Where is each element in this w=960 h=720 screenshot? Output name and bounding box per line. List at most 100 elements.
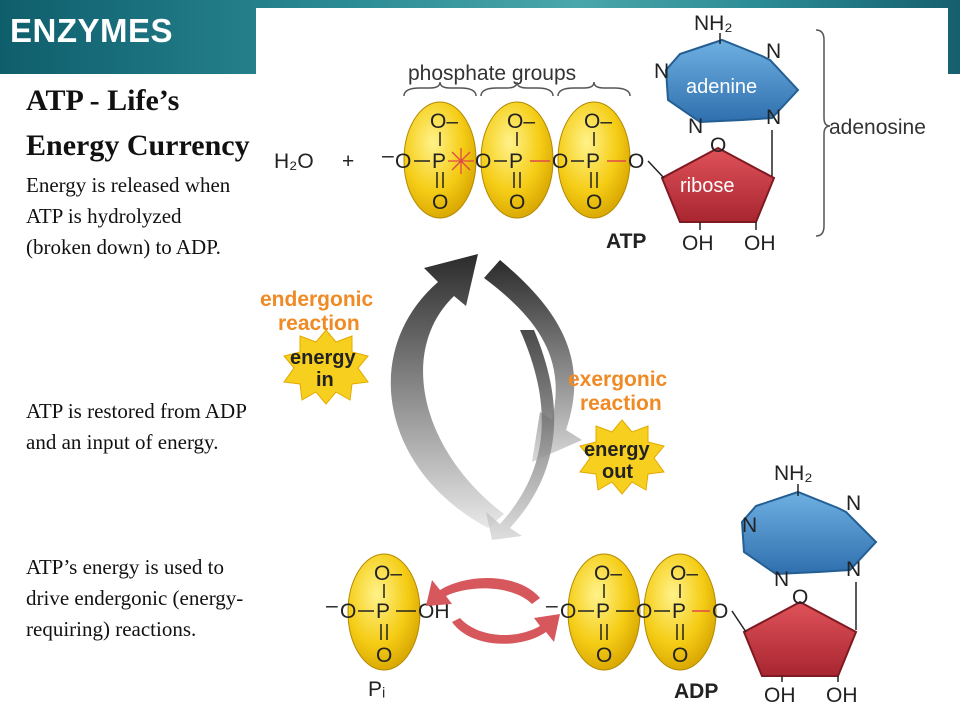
- adp-ribose-link: [731, 610, 747, 633]
- water-label: H₂O: [274, 150, 314, 173]
- adp-o-minus-top-1: O–: [594, 562, 622, 585]
- atp-n-1: N: [654, 60, 669, 83]
- adp-oh-2: OH: [826, 684, 858, 707]
- adp-adenine-ring: [740, 490, 878, 576]
- pi-double-bond: [380, 624, 388, 640]
- pi-oh: OH: [418, 600, 450, 623]
- adp-minus: –: [546, 594, 558, 617]
- energy-out-line1: energy: [584, 439, 650, 461]
- atp-o-1: O: [395, 150, 411, 173]
- atp-n-2: N: [688, 115, 703, 138]
- endergonic-arrow: [390, 254, 504, 528]
- adp-o-minus-top-2: O–: [670, 562, 698, 585]
- atp-label: ATP: [606, 230, 646, 253]
- atp-o-4: O: [628, 150, 644, 173]
- adp-nh2-label: NH₂: [774, 462, 812, 485]
- energy-in-line2: in: [316, 369, 334, 391]
- paragraph-hydrolysis: Energy is released when ATP is hydrolyze…: [26, 173, 231, 259]
- energy-out-line2: out: [602, 461, 633, 483]
- atp-minus-1: –: [382, 144, 394, 167]
- endergonic-label-line1: endergonic: [260, 288, 374, 311]
- ribose-label: ribose: [680, 175, 734, 197]
- atp-ribose-o: O: [710, 134, 726, 157]
- hydrolysis-break-mark: [448, 148, 474, 174]
- adenosine-label: adenosine: [829, 116, 926, 139]
- atp-oh-1: OH: [682, 232, 714, 255]
- atp-phosphate-2: [480, 101, 554, 219]
- adp-n-2: N: [774, 568, 789, 591]
- atp-o-bottom-2: O: [509, 191, 525, 214]
- adp-ribose-ring: [742, 600, 858, 677]
- atp-double-bond-2: [513, 172, 521, 188]
- atp-ribose-link: [647, 160, 665, 179]
- adp-oh-1: OH: [764, 684, 796, 707]
- adp-o-bottom-1: O: [596, 644, 612, 667]
- exergonic-label-line2: reaction: [580, 392, 662, 415]
- left-text-column: ATP - Life’s Energy Currency Energy is r…: [26, 78, 251, 641]
- atp-p-1: P: [432, 150, 446, 173]
- atp-o-bottom-3: O: [586, 191, 602, 214]
- adp-ribose-o: O: [792, 586, 808, 609]
- phosphate-groups-label: phosphate groups: [408, 62, 576, 85]
- atp-p-2: P: [509, 150, 523, 173]
- atp-ribose-ring: [660, 146, 776, 223]
- adp-o-2: O: [636, 600, 652, 623]
- paragraph-endergonic: ATP’s energy is used to drive endergonic…: [26, 555, 244, 641]
- brace-phosphate-2: [480, 81, 554, 97]
- pi-o-minus-top: O–: [374, 562, 402, 585]
- pi-minus: –: [326, 594, 338, 617]
- atp-o-minus-top-1: O–: [430, 110, 458, 133]
- adp-n-4: N: [846, 558, 861, 581]
- swap-arrow-top: [426, 578, 540, 606]
- atp-n-4: N: [766, 106, 781, 129]
- endergonic-label-line2: reaction: [278, 312, 360, 335]
- plus-sign: +: [342, 150, 354, 173]
- slide-title: ATP - Life’s Energy Currency: [26, 84, 250, 162]
- swap-arrow-bottom: [452, 614, 560, 644]
- atp-phosphate-1: [403, 101, 477, 219]
- adp-phosphate-2: [643, 553, 717, 671]
- paragraph-restore: ATP is restored from ADP and an input of…: [26, 399, 247, 454]
- atp-nh2-label: NH₂: [694, 12, 732, 35]
- energy-in-line1: energy: [290, 347, 356, 369]
- brace-phosphate-1: [403, 81, 477, 97]
- adp-n-3: N: [846, 492, 861, 515]
- brace-phosphate-3: [557, 81, 631, 97]
- atp-double-bond-3: [590, 172, 598, 188]
- energy-in-burst: [283, 329, 369, 405]
- atp-n-3: N: [766, 40, 781, 63]
- atp-o-minus-top-3: O–: [584, 110, 612, 133]
- atp-phosphate-3: [557, 101, 631, 219]
- atp-o-minus-top-2: O–: [507, 110, 535, 133]
- exergonic-arrow: [484, 260, 582, 462]
- header-title: ENZYMES: [10, 12, 174, 49]
- atp-o-3: O: [552, 150, 568, 173]
- pi-label: Pᵢ: [368, 678, 385, 701]
- pi-p: P: [376, 600, 390, 623]
- adp-double-bond-1: [600, 624, 608, 640]
- energy-out-burst: [579, 419, 665, 495]
- atp-o-bottom-1: O: [432, 191, 448, 214]
- adp-p-1: P: [596, 600, 610, 623]
- adp-label: ADP: [674, 680, 718, 703]
- exergonic-label-line1: exergonic: [568, 368, 668, 391]
- adp-double-bond-2: [676, 624, 684, 640]
- adp-n-1: N: [742, 514, 757, 537]
- adenosine-bracket: [815, 29, 831, 237]
- adp-o-bottom-2: O: [672, 644, 688, 667]
- adp-p-2: P: [672, 600, 686, 623]
- pi-o-left: O: [340, 600, 356, 623]
- atp-oh-2: OH: [744, 232, 776, 255]
- atp-o-2: O: [475, 150, 491, 173]
- adenine-label: adenine: [686, 76, 757, 98]
- adp-o-1: O: [560, 600, 576, 623]
- adp-phosphate-1: [567, 553, 641, 671]
- adp-o-3: O: [712, 600, 728, 623]
- atp-double-bond-1: [436, 172, 444, 188]
- atp-p-3: P: [586, 150, 600, 173]
- pi-phosphate: [347, 553, 421, 671]
- exergonic-arrow-lower: [486, 330, 555, 540]
- atp-adenine-ring: [664, 38, 800, 124]
- pi-o-bottom: O: [376, 644, 392, 667]
